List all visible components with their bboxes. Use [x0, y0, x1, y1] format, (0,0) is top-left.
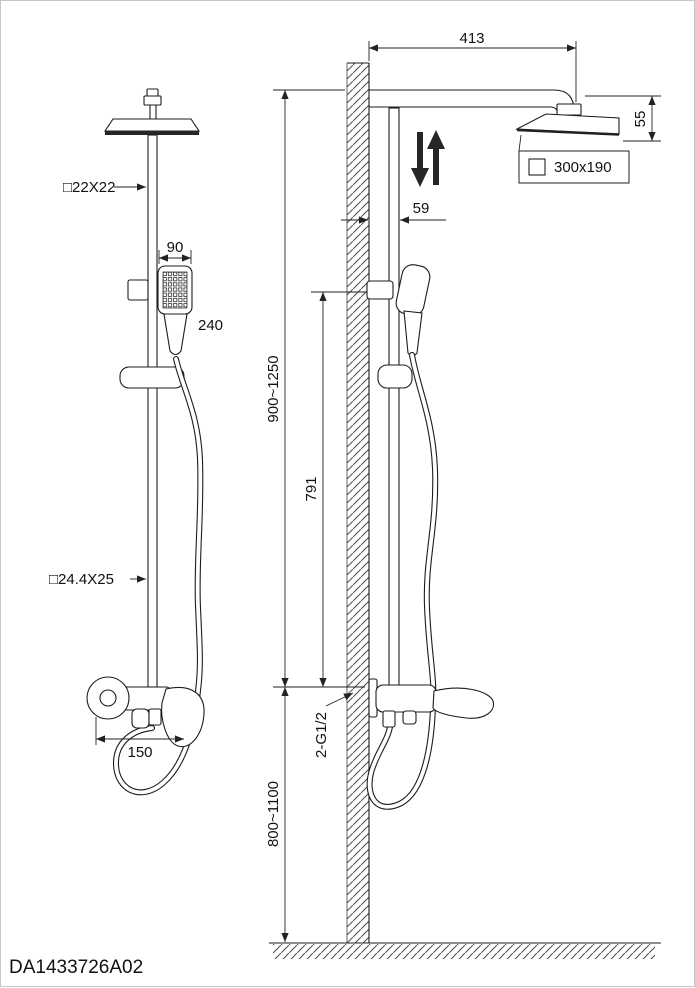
hand-shower-front	[157, 265, 193, 356]
side-view: 413 55 300x190 59 900~1250	[265, 30, 661, 959]
dim-label-head-size: 300x190	[554, 159, 612, 176]
dim-lower-pipe-section: □24.4X25	[49, 571, 146, 588]
dim-install-height: 800~1100	[265, 687, 289, 942]
hand-shower-side	[366, 264, 431, 357]
dim-upper-pipe-section: □22X22	[63, 179, 146, 196]
dim-label-handshower-length: 240	[198, 317, 223, 334]
dim-wall-offset: 59	[341, 200, 446, 224]
dim-label-handshower-height: 791	[303, 476, 320, 501]
front-view: □22X22 90 240 □24.4X25 150	[49, 88, 223, 796]
floor-section	[269, 942, 661, 959]
slide-bracket-front	[127, 279, 149, 301]
rain-head-front	[103, 88, 201, 135]
height-adjust-arrows	[411, 130, 445, 187]
dim-arm-reach: 413	[368, 30, 577, 102]
holder-bracket-side	[366, 280, 394, 300]
slider-side	[377, 364, 413, 389]
shower-hose-front	[112, 356, 204, 796]
diverter-knob-front	[131, 708, 150, 729]
dim-label-inlet: 2-G1/2	[313, 712, 330, 758]
square-symbol-icon	[528, 158, 546, 176]
slider-front	[119, 366, 185, 389]
mixer-handle-side	[432, 687, 495, 719]
riser-pipe-front	[147, 134, 158, 688]
floor-hatch	[273, 944, 655, 959]
dim-label-wall-offset: 59	[413, 200, 430, 217]
wall-hatch	[347, 63, 369, 943]
hand-shower-handle-front	[163, 313, 188, 356]
wall-section	[346, 62, 370, 943]
dim-label-column-height: 900~1250	[265, 355, 282, 422]
arm-connector-nut	[556, 103, 582, 116]
hand-shower-handle-side	[403, 310, 423, 357]
dim-mixer-center-distance: 150	[95, 717, 184, 761]
dim-label-head-height: 55	[632, 111, 649, 128]
hose-nut-side	[382, 710, 396, 728]
shower-hose-side	[366, 352, 439, 810]
riser-pipe-side	[388, 107, 400, 688]
spray-face	[162, 271, 188, 309]
head-size-callout: 300x190	[518, 134, 630, 184]
dim-handshower-height: 791	[303, 291, 367, 687]
dim-head-height: 55	[585, 95, 661, 142]
dim-label-install-height: 800~1100	[265, 781, 282, 847]
callout-box	[518, 150, 630, 184]
mixer-handle-front	[161, 687, 205, 748]
arrow-down-icon	[411, 132, 429, 187]
rain-head-side	[514, 113, 620, 136]
dim-label-mixer-distance: 150	[127, 744, 152, 761]
model-number: DA1433726A02	[9, 957, 143, 978]
arrow-up-icon	[427, 130, 445, 185]
mixer-side	[368, 678, 495, 728]
shower-arm-side	[369, 89, 582, 116]
dim-label-arm-reach: 413	[459, 30, 484, 47]
hose-nut-front	[148, 708, 162, 726]
dim-label-lower-pipe: □24.4X25	[49, 571, 114, 588]
mixer-front	[86, 676, 205, 748]
diverter-knob-side	[402, 710, 417, 725]
dim-label-handshower-width: 90	[167, 239, 184, 256]
mixer-body-side	[375, 684, 437, 713]
dim-handshower-width: 90	[158, 239, 192, 264]
dim-label-upper-pipe: □22X22	[63, 179, 115, 196]
inlet-connection-label: 2-G1/2	[313, 692, 354, 758]
